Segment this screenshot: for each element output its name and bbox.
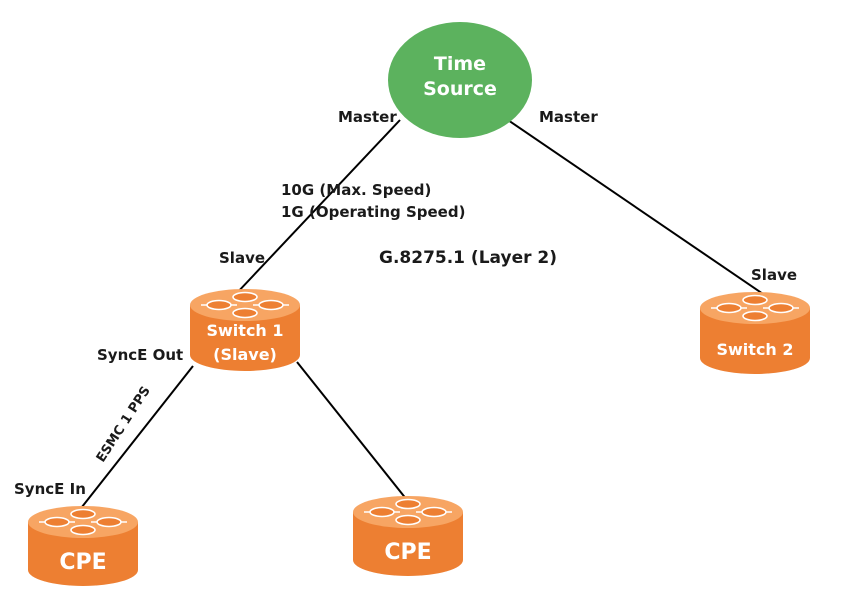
label-slave-switch2: Slave [751, 266, 797, 284]
label-slave-switch1: Slave [219, 249, 265, 267]
router-icon [700, 292, 810, 374]
cpe-right-node[interactable]: CPE [353, 496, 463, 576]
label-master-left: Master [338, 108, 397, 126]
switch-2-node[interactable]: Switch 2 [700, 292, 810, 374]
switch-1-label-line2: (Slave) [213, 345, 277, 364]
label-profile: G.8275.1 (Layer 2) [379, 248, 557, 268]
link-timesource-switch1 [234, 119, 401, 296]
time-source-label-line1: Time [434, 53, 486, 75]
switch-1-label-line1: Switch 1 [206, 321, 283, 340]
cpe-right-label: CPE [384, 540, 431, 565]
label-speed-operating: 1G (Operating Speed) [281, 203, 465, 221]
router-icon [28, 506, 138, 586]
label-synce-in: SyncE In [14, 480, 86, 498]
cpe-left-node[interactable]: CPE [28, 506, 138, 586]
label-master-right: Master [539, 108, 598, 126]
router-icon [353, 496, 463, 576]
label-speed-max: 10G (Max. Speed) [281, 181, 431, 199]
time-source-label-line2: Source [423, 78, 497, 100]
switch-1-node[interactable]: Switch 1 (Slave) [190, 289, 300, 371]
link-timesource-switch2 [504, 117, 767, 297]
switch-2-label: Switch 2 [716, 340, 793, 359]
link-switch1-cpe-left [77, 365, 194, 513]
router-icon [190, 289, 300, 371]
time-source-circle [388, 22, 532, 138]
cpe-left-label: CPE [59, 550, 106, 575]
link-switch1-cpe-right [296, 361, 408, 501]
time-source-node[interactable]: Time Source [388, 22, 532, 138]
label-synce-out: SyncE Out [97, 346, 183, 364]
